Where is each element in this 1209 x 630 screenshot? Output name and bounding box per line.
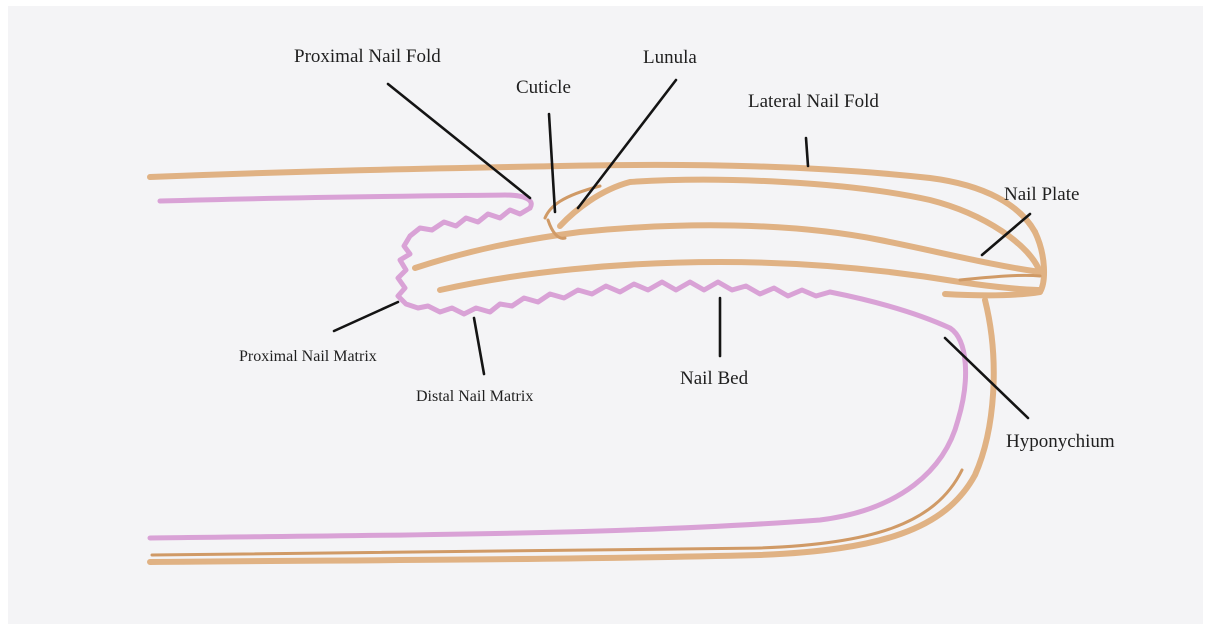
label-cuticle: Cuticle	[516, 77, 571, 98]
label-proximal-nail-fold: Proximal Nail Fold	[294, 46, 441, 67]
label-nail-bed: Nail Bed	[680, 368, 749, 389]
label-nail-plate: Nail Plate	[1004, 184, 1079, 205]
label-lateral-nail-fold: Lateral Nail Fold	[748, 91, 879, 112]
free-edge-underside	[945, 292, 1040, 295]
label-hyponychium: Hyponychium	[1006, 431, 1115, 452]
label-distal-nail-matrix: Distal Nail Matrix	[416, 388, 533, 405]
label-proximal-nail-matrix: Proximal Nail Matrix	[239, 348, 377, 365]
label-lunula: Lunula	[643, 47, 697, 68]
